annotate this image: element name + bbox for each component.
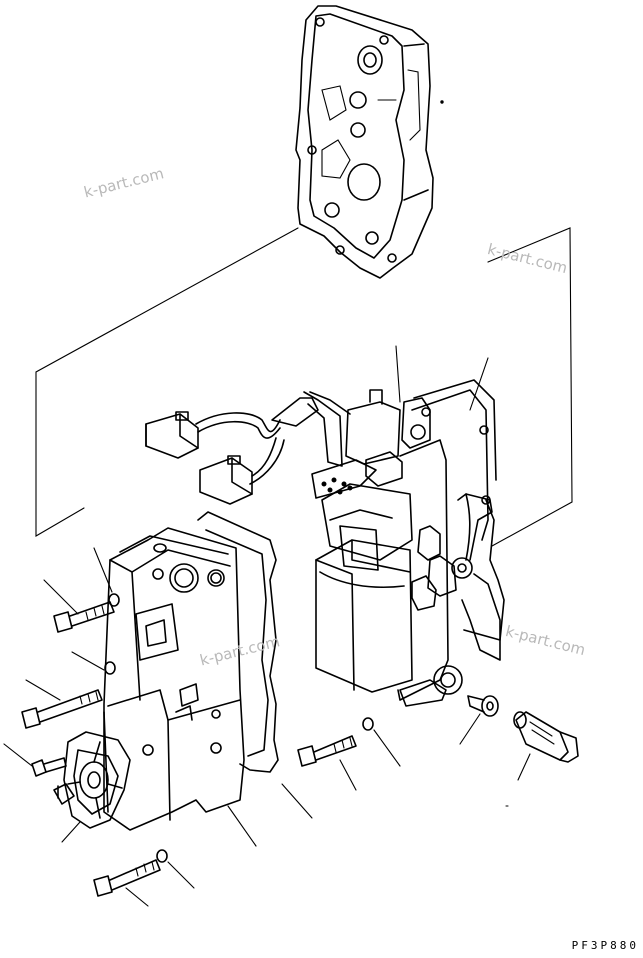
end-cover [53, 731, 131, 829]
ring-terminal [467, 695, 499, 717]
bolts [21, 601, 357, 897]
drawing-code: PF3P880 [571, 939, 639, 952]
housing-gasket [197, 511, 279, 773]
leader-lines [3, 99, 531, 907]
washers [104, 593, 374, 863]
housing-gasket-inner [205, 529, 269, 757]
governor-housing [103, 527, 245, 831]
shaft-pin [513, 711, 579, 763]
assembly-bracket-right [487, 227, 573, 547]
actuator-gasket [463, 499, 505, 641]
gear-housing-cover [295, 5, 444, 279]
wiring-harness [145, 391, 351, 505]
assembly-bracket-left [35, 227, 299, 537]
governor-actuator [311, 379, 501, 707]
